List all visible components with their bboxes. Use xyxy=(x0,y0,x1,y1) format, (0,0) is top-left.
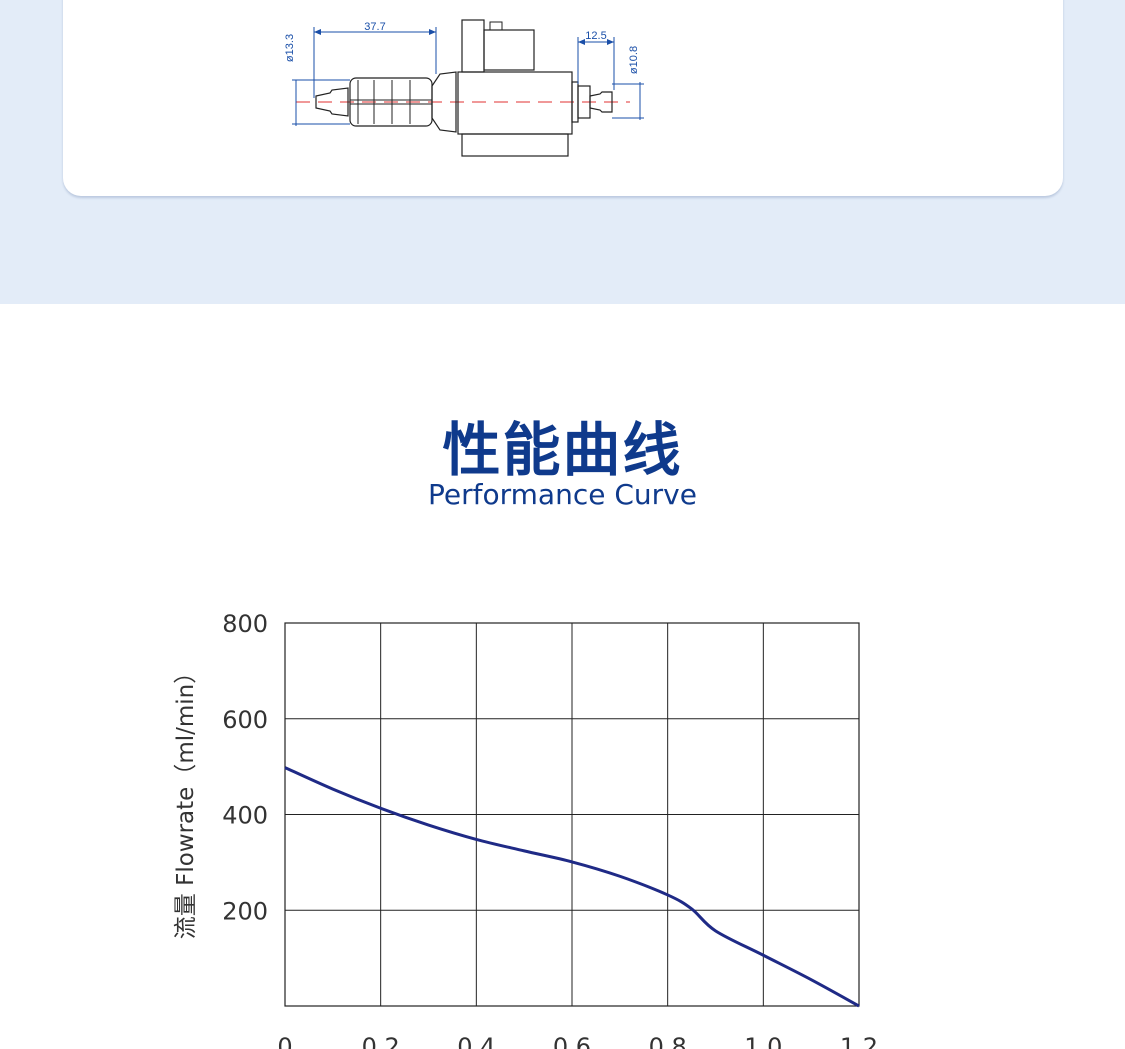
dim-length-label: 37.7 xyxy=(364,21,385,33)
x-tick-label: 1.2 xyxy=(840,1033,878,1049)
dim-outlet-diameter-label: ø10.8 xyxy=(628,46,640,74)
x-tick-label: 0.2 xyxy=(362,1033,400,1049)
y-tick-label: 200 xyxy=(222,897,268,925)
y-tick-label: 400 xyxy=(222,802,268,830)
x-tick-label: 0.8 xyxy=(649,1033,687,1049)
x-tick-label: 0.6 xyxy=(553,1033,591,1049)
y-tick-labels: 200 400 600 800 xyxy=(222,610,268,925)
section-title-cn: 性能曲线 xyxy=(442,416,683,484)
x-tick-label: 1.0 xyxy=(744,1033,782,1049)
performance-chart: 200 400 600 800 0 0.2 0.4 0.6 0.8 1.0 1.2 流量 Flow… xyxy=(173,610,878,1049)
flowrate-curve xyxy=(284,766,860,1008)
section-title-en: Performance Curve xyxy=(428,478,697,511)
dim-inlet-diameter-label: ø13.3 xyxy=(284,34,296,62)
x-tick-labels: 0 0.2 0.4 0.6 0.8 1.0 1.2 xyxy=(277,1033,878,1049)
x-tick-label: 0.4 xyxy=(457,1033,495,1049)
y-axis-label: 流量 Flowrate（ml/min） xyxy=(173,661,199,939)
x-tick-label: 0 xyxy=(277,1033,292,1049)
pump-dimension-drawing: 37.7 12.5 ø13.3 ø10.8 xyxy=(284,19,644,157)
y-tick-label: 800 xyxy=(222,610,268,638)
y-tick-label: 600 xyxy=(222,706,268,734)
dimension-drawing-card xyxy=(63,0,1063,196)
chart-grid xyxy=(284,622,860,1007)
dim-outlet-length-label: 12.5 xyxy=(585,30,606,42)
